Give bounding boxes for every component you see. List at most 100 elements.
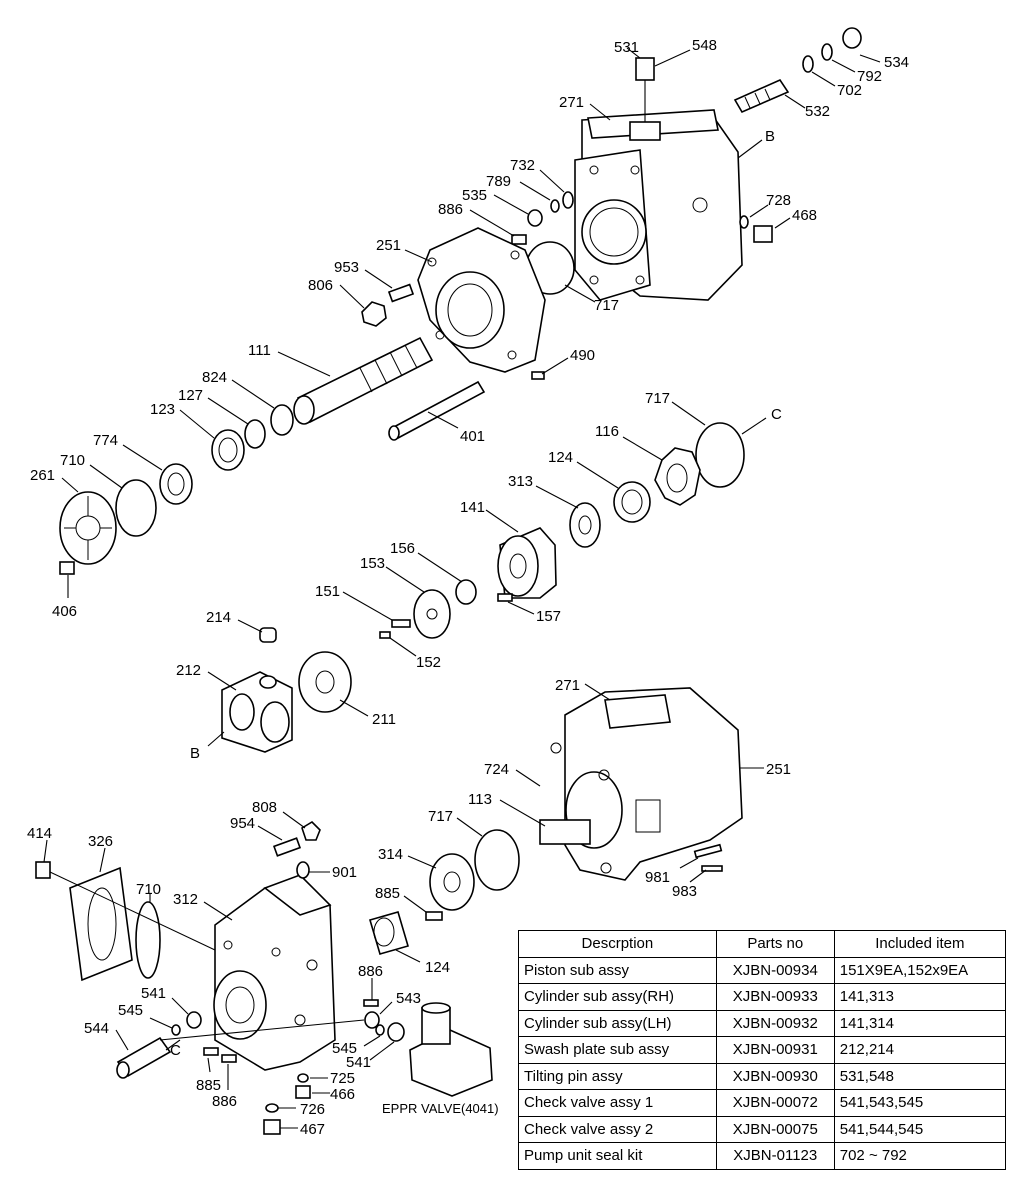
seat-541-right bbox=[387, 1022, 405, 1042]
tilting-pin-531 bbox=[635, 57, 655, 81]
table-header-row: Descrption Parts no Included item bbox=[518, 930, 1007, 958]
header-description: Descrption bbox=[518, 930, 717, 958]
callout-717-mid: 717 bbox=[645, 390, 670, 407]
ball-545-right bbox=[375, 1024, 385, 1036]
callout-981: 981 bbox=[645, 869, 670, 886]
leader-lines bbox=[43, 47, 881, 1129]
o-ring-702 bbox=[802, 55, 814, 73]
callout-251-top: 251 bbox=[376, 237, 401, 254]
callout-312: 312 bbox=[173, 891, 198, 908]
spacer-127 bbox=[244, 419, 266, 449]
callout-886-left: 886 bbox=[212, 1093, 237, 1110]
callout-C-top: C bbox=[771, 406, 782, 423]
table-row: Cylinder sub assy(LH) XJBN-00932 141,314 bbox=[518, 1009, 1007, 1037]
callout-885-mid: 885 bbox=[375, 885, 400, 902]
cell-parts-no: XJBN-00072 bbox=[715, 1089, 835, 1117]
callout-261: 261 bbox=[30, 467, 55, 484]
pin-490 bbox=[531, 371, 545, 380]
o-ring-710-bottom bbox=[135, 901, 161, 979]
seal-cover-261 bbox=[59, 491, 117, 565]
callout-886-top: 886 bbox=[438, 201, 463, 218]
eye-bolt-901 bbox=[296, 861, 310, 879]
callout-116: 116 bbox=[595, 423, 619, 440]
ball-545-left bbox=[171, 1024, 181, 1036]
cell-description: Pump unit seal kit bbox=[518, 1142, 717, 1170]
callout-141: 141 bbox=[460, 499, 485, 516]
snap-ring-824 bbox=[270, 404, 294, 436]
cell-parts-no: XJBN-00931 bbox=[715, 1036, 835, 1064]
callout-710-top: 710 bbox=[60, 452, 85, 469]
callout-401: 401 bbox=[460, 428, 485, 445]
o-ring-732 bbox=[562, 191, 574, 209]
o-ring-792 bbox=[821, 43, 833, 61]
swash-plate-support-212 bbox=[221, 671, 293, 753]
callout-535: 535 bbox=[462, 187, 487, 204]
o-ring-717-bottom bbox=[474, 829, 520, 891]
callout-124-bottom: 124 bbox=[425, 959, 450, 976]
cell-included-item: 541,543,545 bbox=[833, 1089, 1007, 1117]
callout-C-bottom: C bbox=[170, 1042, 181, 1059]
pin-885-bottom bbox=[203, 1047, 219, 1056]
ring-789 bbox=[550, 199, 560, 213]
oil-seal-774 bbox=[159, 463, 193, 505]
callout-792: 792 bbox=[857, 68, 882, 85]
spherical-bushing-156 bbox=[455, 579, 477, 605]
callout-532: 532 bbox=[805, 103, 830, 120]
gear-116 bbox=[654, 447, 701, 506]
cell-included-item: 141,314 bbox=[833, 1009, 1007, 1037]
callout-251-bottom: 251 bbox=[766, 761, 791, 778]
seat-541-left bbox=[186, 1011, 202, 1029]
cell-included-item: 702 ~ 792 bbox=[833, 1142, 1007, 1170]
callout-789: 789 bbox=[486, 173, 511, 190]
cell-included-item: 151X9EA,152x9EA bbox=[833, 956, 1007, 984]
callout-111: 111 bbox=[248, 342, 271, 359]
cell-parts-no: XJBN-00075 bbox=[715, 1115, 835, 1143]
cell-description: Piston sub assy bbox=[518, 956, 717, 984]
bushing-124-top bbox=[613, 481, 651, 523]
callout-123: 123 bbox=[150, 401, 175, 418]
callout-314: 314 bbox=[378, 846, 403, 863]
casing-271-bottom bbox=[539, 687, 743, 881]
stud-954 bbox=[272, 837, 302, 857]
cell-parts-no: XJBN-00932 bbox=[715, 1009, 835, 1037]
cell-included-item: 212,214 bbox=[833, 1036, 1007, 1064]
callout-541-right: 541 bbox=[346, 1054, 371, 1071]
through-bolt-401 bbox=[388, 380, 486, 441]
valve-plate-314 bbox=[429, 853, 475, 911]
table-row: Tilting pin assy XJBN-00930 531,548 bbox=[518, 1062, 1007, 1090]
callout-113: 113 bbox=[468, 791, 492, 808]
callout-954: 954 bbox=[230, 815, 255, 832]
callout-983: 983 bbox=[672, 883, 697, 900]
callout-467: 467 bbox=[300, 1121, 325, 1138]
o-ring-728 bbox=[739, 215, 749, 229]
callout-728: 728 bbox=[766, 192, 791, 209]
cell-description: Swash plate sub assy bbox=[518, 1036, 717, 1064]
callout-468: 468 bbox=[792, 207, 817, 224]
callout-151: 151 bbox=[315, 583, 340, 600]
cell-included-item: 141,313 bbox=[833, 983, 1007, 1011]
callout-726: 726 bbox=[300, 1101, 325, 1118]
pin-157 bbox=[497, 593, 513, 602]
cell-description: Check valve assy 2 bbox=[518, 1115, 717, 1143]
cell-included-item: 531,548 bbox=[833, 1062, 1007, 1090]
callout-724: 724 bbox=[484, 761, 509, 778]
pin-886-left bbox=[221, 1054, 237, 1063]
valve-plate-313 bbox=[569, 502, 601, 548]
port-block-312 bbox=[213, 874, 336, 1071]
callout-124-top: 124 bbox=[548, 449, 573, 466]
drive-shaft-111 bbox=[293, 336, 434, 425]
plug-543 bbox=[364, 1011, 380, 1029]
header-included-item: Included item bbox=[833, 930, 1007, 958]
callout-885-bottom: 885 bbox=[196, 1077, 221, 1094]
bushing-535 bbox=[527, 209, 543, 227]
callout-541-left: 541 bbox=[141, 985, 166, 1002]
part-number-labels: 531 548 534 792 702 532 271 B 732 789 53… bbox=[27, 37, 909, 1138]
shoe-plate-211 bbox=[298, 651, 352, 713]
screw-532 bbox=[733, 78, 790, 114]
bushing-124-bottom bbox=[369, 911, 409, 955]
callout-153: 153 bbox=[360, 555, 385, 572]
o-ring-717-mid bbox=[695, 422, 745, 488]
callout-702: 702 bbox=[837, 82, 862, 99]
cell-description: Cylinder sub assy(RH) bbox=[518, 983, 717, 1011]
o-ring-725 bbox=[297, 1073, 309, 1083]
